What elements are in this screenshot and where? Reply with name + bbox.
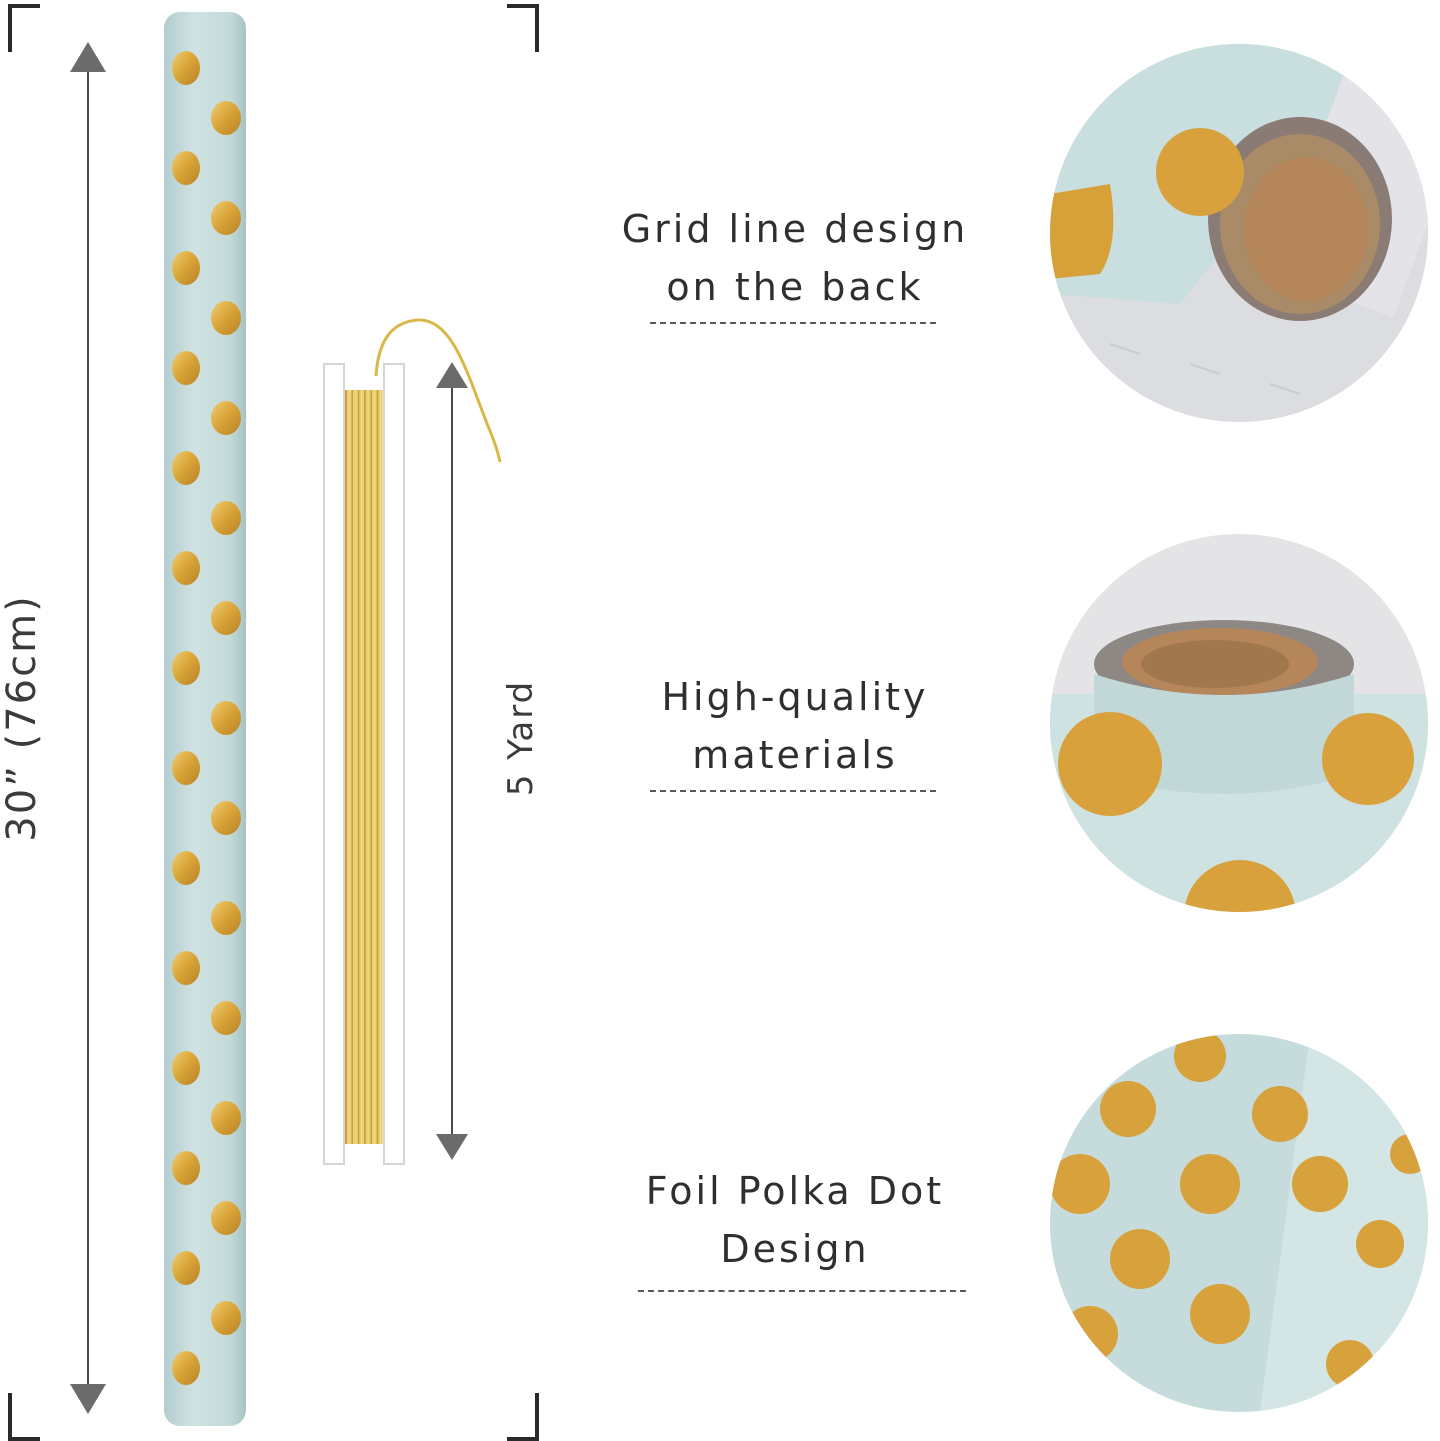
polka-dot [172, 651, 200, 685]
polka-dot [211, 801, 241, 835]
roll-length-label: 30” (76cm) [0, 594, 45, 842]
polka-dot [211, 1101, 241, 1135]
polka-dot [211, 501, 241, 535]
polka-dot [172, 551, 200, 585]
polka-dot [211, 201, 241, 235]
polka-dot [172, 251, 200, 285]
ribbon-card [323, 318, 502, 1165]
ribbon-length-label: 5 Yard [501, 679, 541, 797]
ribbon-length-arrow-icon [436, 362, 468, 1160]
polka-dot [172, 151, 200, 185]
polka-dot [211, 701, 241, 735]
divider [650, 322, 936, 324]
corner-bracket-icon [8, 1393, 40, 1441]
feature-line1: High-quality [661, 675, 929, 719]
corner-bracket-icon [507, 4, 539, 52]
polka-dot [172, 1051, 200, 1085]
polka-dot [172, 351, 200, 385]
polka-dots [172, 51, 241, 1385]
polka-dot [172, 1351, 200, 1385]
polka-dot [211, 901, 241, 935]
feature-line2: on the back [666, 265, 924, 309]
polka-dot [172, 1251, 200, 1285]
divider [650, 790, 936, 792]
polka-dot [211, 1201, 241, 1235]
polka-dot [172, 951, 200, 985]
feature-label-quality: High-quality materials [590, 668, 1000, 784]
feature-label-grid: Grid line design on the back [590, 200, 1000, 316]
corner-bracket-icon [507, 1393, 539, 1441]
polka-dot [211, 101, 241, 135]
polka-dot [172, 751, 200, 785]
photo-grid-back [1050, 44, 1428, 422]
polka-dot [211, 401, 241, 435]
feature-label-polka: Foil Polka Dot Design [590, 1162, 1000, 1278]
polka-dot [211, 601, 241, 635]
polka-dot [172, 451, 200, 485]
wrapping-paper-roll [164, 12, 246, 1426]
feature-line1: Foil Polka Dot [645, 1169, 945, 1213]
roll-length-arrow-icon [70, 42, 106, 1414]
polka-dot [172, 851, 200, 885]
corner-bracket-icon [8, 4, 40, 52]
polka-dot [211, 301, 241, 335]
polka-dot [172, 1151, 200, 1185]
divider [638, 1290, 966, 1292]
photo-polka-dot [1050, 1034, 1428, 1412]
photo-quality-materials [1050, 534, 1428, 912]
polka-dot [211, 1001, 241, 1035]
feature-line1: Grid line design [621, 207, 969, 251]
feature-line2: Design [720, 1227, 870, 1271]
feature-line2: materials [692, 733, 898, 777]
polka-dot [172, 51, 200, 85]
polka-dot [211, 1301, 241, 1335]
